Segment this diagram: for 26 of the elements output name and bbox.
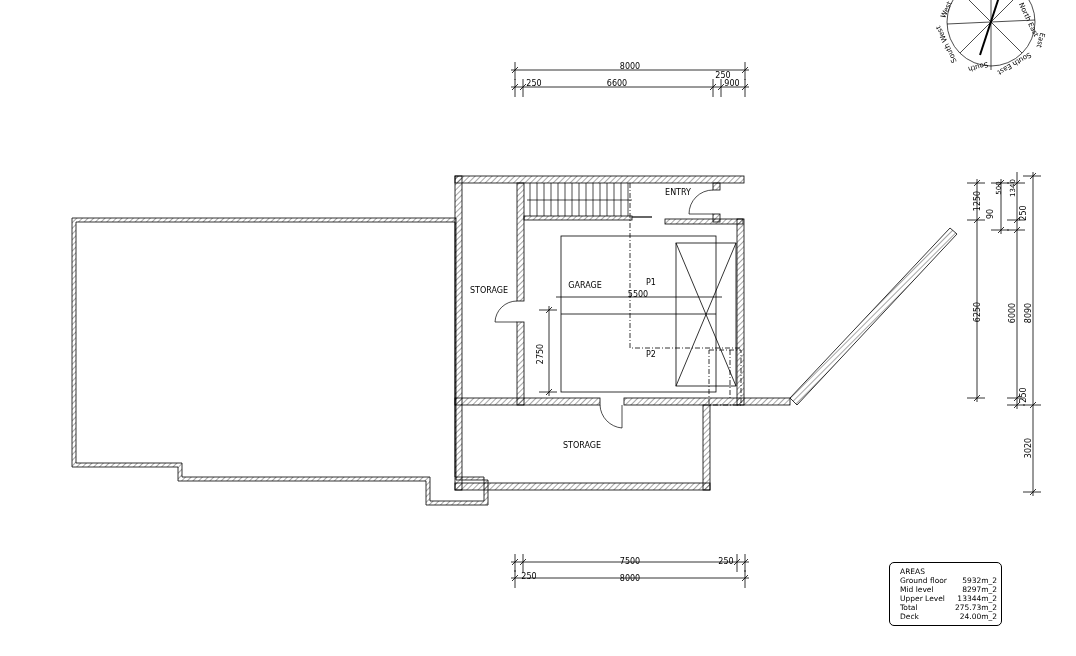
dimension-text: 8000 [619,63,641,71]
parking-label: P2 [646,351,656,359]
dimension-text: 1250 [974,190,982,212]
room-label: STORAGE [469,287,509,295]
dimension-text: 250 [718,558,734,566]
dimension-text: 6250 [974,301,982,323]
dimension-text: 250 [1020,387,1028,403]
dimension-text: 900 [724,80,740,88]
areas-table [889,562,1002,626]
room-label: STORAGE [562,442,602,450]
room-label: ENTRY [665,189,691,197]
dimension-text: 250 [715,72,731,80]
dimension-text: 250 [526,80,542,88]
parking-label: P1 [646,279,656,287]
dimension-text: 5500 [627,291,649,299]
dimension-text: 90 [987,208,995,220]
dimension-text: 3020 [1025,437,1033,459]
dimension-text: 2750 [537,343,545,365]
room-label: GARAGE [568,282,602,290]
dimension-text: 8000 [619,575,641,583]
dimension-text: 250 [521,573,537,581]
dimension-text: 6000 [1009,302,1017,324]
dimension-text: 7500 [619,558,641,566]
dimension-text: 6600 [606,80,628,88]
dimension-text: 8090 [1025,302,1033,324]
dimension-text: 250 [1020,205,1028,221]
